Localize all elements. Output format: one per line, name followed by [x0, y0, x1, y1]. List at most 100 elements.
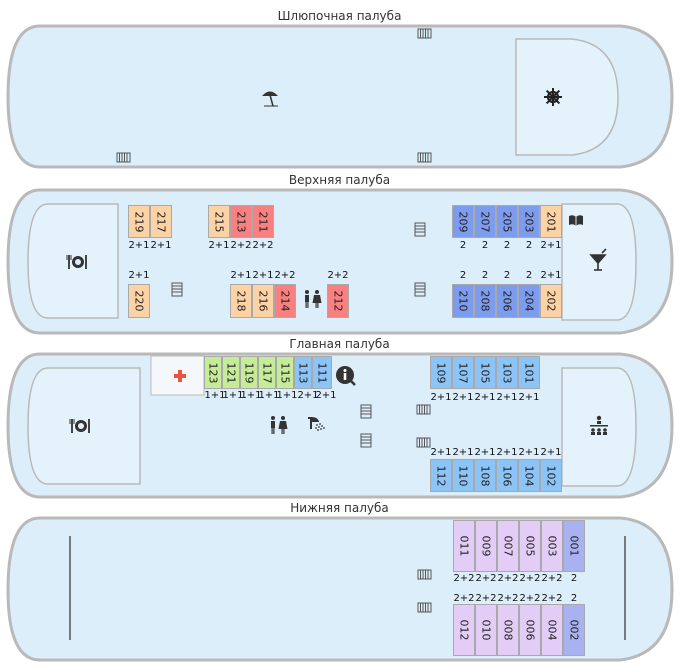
- cabin-001[interactable]: 001: [563, 520, 585, 572]
- cabin-012[interactable]: 012: [453, 604, 475, 656]
- cabin-number: 215: [212, 211, 226, 232]
- cabin-201[interactable]: 201: [540, 205, 562, 238]
- cabin-number: 205: [500, 211, 514, 232]
- cabin-105[interactable]: 105: [474, 356, 496, 389]
- medical-cross-icon: [174, 370, 186, 382]
- cabin-berths: 2: [459, 270, 467, 281]
- cabin-110[interactable]: 110: [452, 459, 474, 492]
- cabin-number: 218: [234, 290, 248, 312]
- cabin-berths: 2+1: [297, 390, 319, 401]
- cabin-number: 001: [567, 535, 581, 557]
- beach-umbrella-icon: [262, 91, 278, 107]
- cabin-112[interactable]: 112: [430, 459, 452, 492]
- cabin-number: 115: [278, 362, 292, 383]
- cabin-007[interactable]: 007: [497, 520, 519, 572]
- cabin-008[interactable]: 008: [497, 604, 519, 656]
- cabin-berths: 2+2: [475, 573, 497, 584]
- cabin-101[interactable]: 101: [518, 356, 540, 389]
- cabin-006[interactable]: 006: [519, 604, 541, 656]
- cabin-213[interactable]: 213: [230, 205, 252, 238]
- cabin-004[interactable]: 004: [541, 604, 563, 656]
- cabin-berths: 2: [481, 240, 489, 251]
- cabin-011[interactable]: 011: [453, 520, 475, 572]
- cabin-117[interactable]: 117: [258, 356, 276, 389]
- cabin-218[interactable]: 218: [230, 284, 252, 318]
- cabin-number: 111: [315, 362, 329, 383]
- cabin-number: 101: [522, 362, 536, 383]
- cabin-number: 002: [567, 619, 581, 641]
- cabin-berths: 2+1: [452, 392, 474, 403]
- cabin-106[interactable]: 106: [496, 459, 518, 492]
- bar-cocktail-icon: [589, 248, 607, 271]
- cabin-211[interactable]: 211: [252, 205, 274, 238]
- cabin-number: 217: [154, 211, 168, 232]
- cabin-216[interactable]: 216: [252, 284, 274, 318]
- cabin-202[interactable]: 202: [540, 284, 562, 318]
- cabin-215[interactable]: 215: [208, 205, 230, 238]
- cabin-108[interactable]: 108: [474, 459, 496, 492]
- cabin-212[interactable]: 212: [327, 284, 349, 318]
- cabin-number: 007: [501, 535, 515, 557]
- cabin-number: 117: [260, 362, 274, 383]
- cabin-208[interactable]: 208: [474, 284, 496, 318]
- cabin-number: 210: [456, 290, 470, 312]
- cabin-204[interactable]: 204: [518, 284, 540, 318]
- info-icon: [336, 366, 356, 386]
- cabin-002[interactable]: 002: [563, 604, 585, 656]
- cabin-number: 209: [456, 211, 470, 232]
- cabin-010[interactable]: 010: [475, 604, 497, 656]
- cabin-115[interactable]: 115: [276, 356, 294, 389]
- cabin-berths: 2+2: [475, 593, 497, 604]
- cabin-217[interactable]: 217: [150, 205, 172, 238]
- cabin-berths: 2+2: [519, 573, 541, 584]
- cabin-number: 102: [544, 465, 558, 486]
- cabin-003[interactable]: 003: [541, 520, 563, 572]
- cabin-berths: 2+1: [252, 270, 274, 281]
- cabin-number: 108: [478, 465, 492, 486]
- cabin-berths: 2+1: [208, 240, 230, 251]
- cabin-berths: 2+1: [474, 392, 496, 403]
- cabin-berths: 2+1: [430, 447, 452, 458]
- cabin-123[interactable]: 123: [204, 356, 222, 389]
- cabin-005[interactable]: 005: [519, 520, 541, 572]
- cabin-104[interactable]: 104: [518, 459, 540, 492]
- cabin-103[interactable]: 103: [496, 356, 518, 389]
- cabin-number: 011: [457, 535, 471, 557]
- cabin-number: 207: [478, 211, 492, 232]
- cabin-berths: 2+2: [327, 270, 349, 281]
- cabin-009[interactable]: 009: [475, 520, 497, 572]
- cabin-berths: 2: [570, 573, 578, 584]
- cabin-berths: 2: [503, 270, 511, 281]
- cabin-205[interactable]: 205: [496, 205, 518, 238]
- cabin-207[interactable]: 207: [474, 205, 496, 238]
- toilet-icon: [305, 290, 322, 308]
- cabin-number: 201: [544, 211, 558, 232]
- cabin-berths: 2+1: [474, 447, 496, 458]
- cabin-107[interactable]: 107: [452, 356, 474, 389]
- cabin-berths: 2+2: [541, 593, 563, 604]
- restaurant-icon: [66, 255, 87, 269]
- cabin-121[interactable]: 121: [222, 356, 240, 389]
- cabin-209[interactable]: 209: [452, 205, 474, 238]
- cabin-number: 212: [331, 290, 345, 312]
- cabin-102[interactable]: 102: [540, 459, 562, 492]
- cabin-220[interactable]: 220: [128, 284, 150, 318]
- cabin-number: 009: [479, 535, 493, 557]
- cabin-number: 106: [500, 465, 514, 486]
- cabin-111[interactable]: 111: [312, 356, 332, 389]
- cabin-number: 010: [479, 619, 493, 641]
- cabin-219[interactable]: 219: [128, 205, 150, 238]
- cabin-number: 213: [234, 211, 248, 232]
- cabin-210[interactable]: 210: [452, 284, 474, 318]
- cabin-number: 202: [544, 290, 558, 312]
- cabin-berths: 2+1: [128, 240, 150, 251]
- cabin-206[interactable]: 206: [496, 284, 518, 318]
- cabin-berths: 2+1: [496, 447, 518, 458]
- cabin-109[interactable]: 109: [430, 356, 452, 389]
- cabin-number: 110: [456, 465, 470, 486]
- cabin-214[interactable]: 214: [274, 284, 296, 318]
- cabin-119[interactable]: 119: [240, 356, 258, 389]
- deck-title-boat: Шлюпочная палуба: [277, 9, 402, 23]
- cabin-203[interactable]: 203: [518, 205, 540, 238]
- cabin-113[interactable]: 113: [294, 356, 312, 389]
